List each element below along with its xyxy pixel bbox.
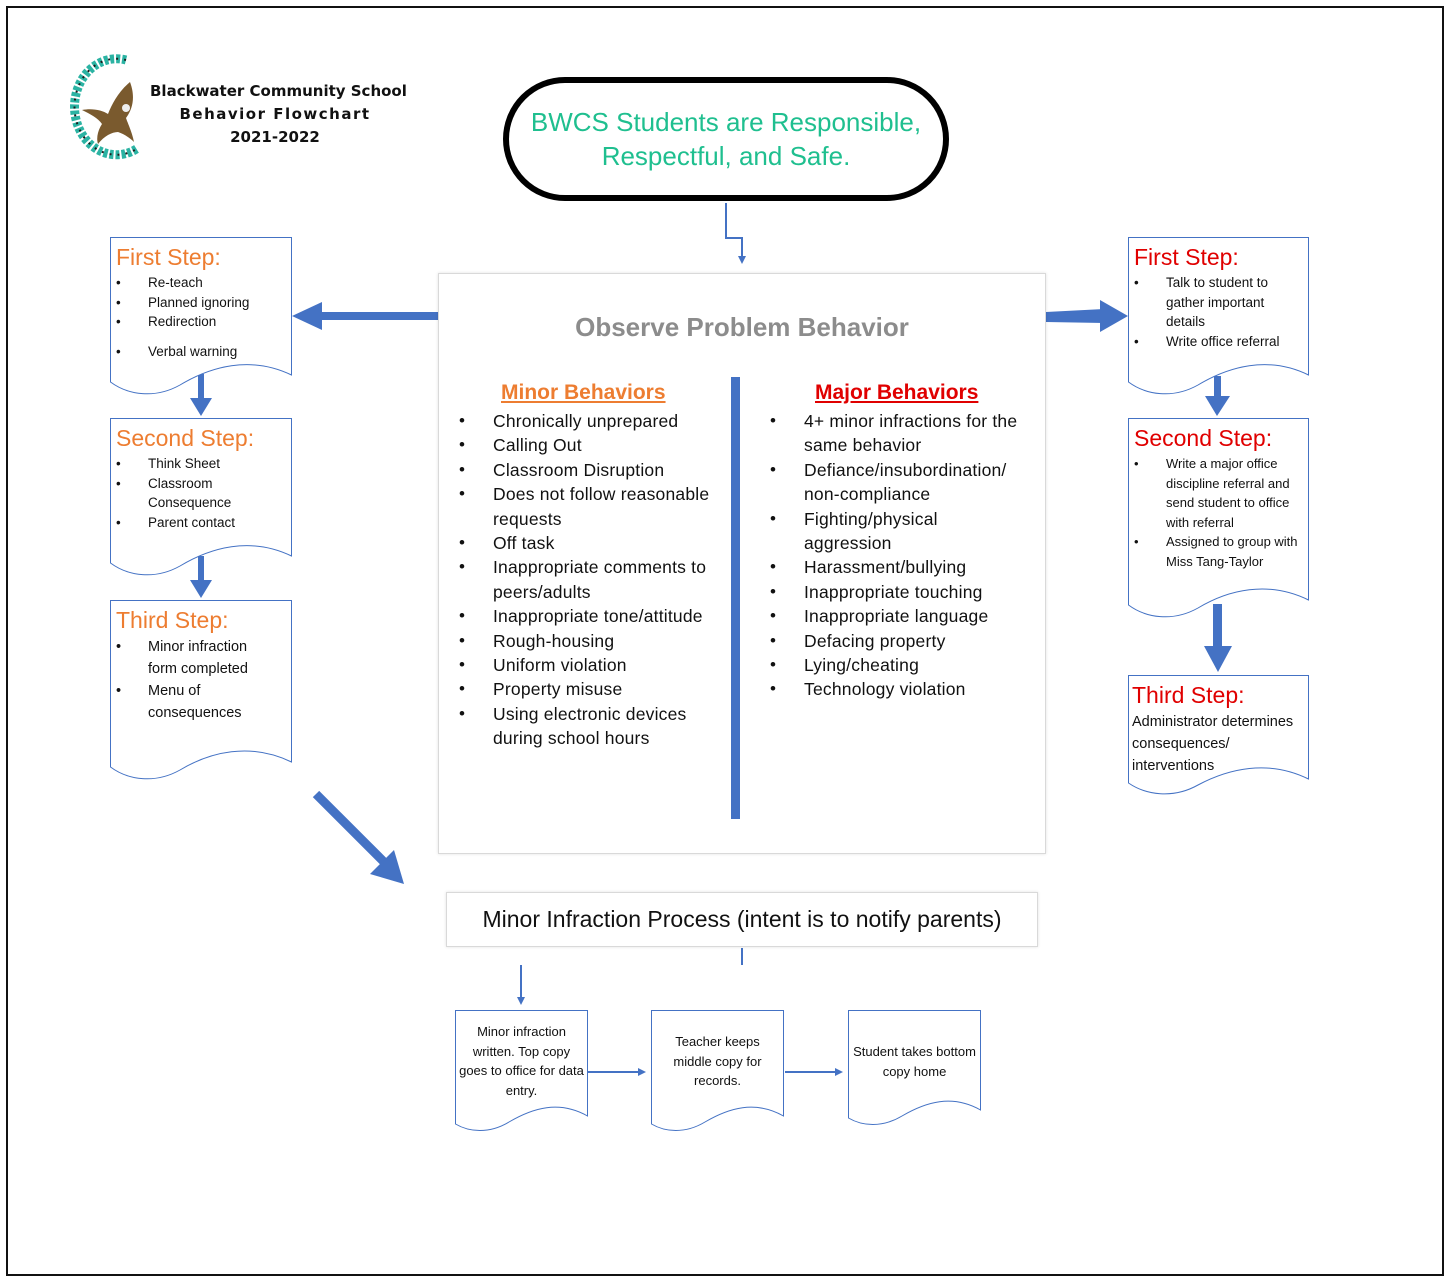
school-logo bbox=[70, 54, 141, 160]
list-item: Verbal warning bbox=[116, 342, 286, 362]
list-item: Rough-housing bbox=[459, 629, 724, 654]
minor-behaviors-list: Chronically unprepared Calling Out Class… bbox=[459, 409, 724, 751]
major-behaviors-heading: Major Behaviors bbox=[815, 381, 979, 404]
step-text: Administrator determines consequences/ i… bbox=[1132, 714, 1294, 774]
list-item: Write a major office discipline referral… bbox=[1134, 454, 1303, 532]
process-step-text: Teacher keeps middle copy for records. bbox=[673, 1034, 762, 1088]
list-item: Off task bbox=[459, 531, 724, 556]
document-title: Behavior Flowchart bbox=[179, 105, 371, 123]
arrow-to-minor-process bbox=[312, 790, 404, 884]
list-item: Menu of consequences bbox=[116, 680, 242, 724]
arrow-to-major-steps bbox=[1046, 300, 1128, 332]
arrow-motto-to-observe bbox=[725, 203, 746, 264]
list-item: Uniform violation bbox=[459, 653, 724, 678]
list-item: Think Sheet bbox=[116, 454, 286, 474]
list-item: 4+ minor infractions for the same behavi… bbox=[770, 409, 1030, 458]
step-list: Re-teach Planned ignoring Redirection Ve… bbox=[116, 273, 286, 361]
process-step-1: Minor infraction written. Top copy goes … bbox=[455, 1010, 588, 1135]
observe-title: Observe Problem Behavior bbox=[575, 312, 909, 342]
list-item: Write office referral bbox=[1134, 332, 1303, 352]
step-title: Third Step: bbox=[116, 607, 229, 633]
arrow-minor-first-to-second bbox=[190, 374, 212, 416]
list-item: Classroom Disruption bbox=[459, 458, 724, 483]
step-list: Write a major office discipline referral… bbox=[1134, 454, 1303, 571]
list-item: Classroom Consequence bbox=[116, 474, 231, 513]
process-step-text: Student takes bottom copy home bbox=[853, 1044, 976, 1079]
list-item: Planned ignoring bbox=[116, 293, 286, 313]
list-item: Chronically unprepared bbox=[459, 409, 724, 434]
list-item: Re-teach bbox=[116, 273, 286, 293]
process-step-2: Teacher keeps middle copy for records. bbox=[651, 1010, 784, 1135]
step-title: Second Step: bbox=[116, 425, 255, 451]
step-title: First Step: bbox=[1134, 244, 1239, 270]
list-item: Property misuse bbox=[459, 677, 724, 702]
minor-infraction-process-box: Minor Infraction Process (intent is to n… bbox=[446, 892, 1038, 947]
process-step-3: Student takes bottom copy home bbox=[848, 1010, 981, 1128]
list-item: Redirection bbox=[116, 312, 286, 332]
minor-third-step-box: Third Step: Minor infraction form comple… bbox=[110, 600, 292, 784]
list-item: Minor infraction form completed bbox=[116, 636, 266, 680]
arrow-major-second-to-third bbox=[1204, 604, 1232, 672]
major-third-step-box: Third Step: Administrator determines con… bbox=[1128, 675, 1309, 801]
process-step-text: Minor infraction written. Top copy goes … bbox=[459, 1024, 584, 1098]
school-name: Blackwater Community School bbox=[150, 82, 407, 100]
step-title: First Step: bbox=[116, 244, 221, 270]
process-title: Minor Infraction Process (intent is to n… bbox=[482, 906, 1002, 932]
list-item: Does not follow reasonable requests bbox=[459, 482, 724, 531]
major-behaviors-list: 4+ minor infractions for the same behavi… bbox=[770, 409, 1030, 702]
minor-second-step-box: Second Step: Think Sheet Classroom Conse… bbox=[110, 418, 292, 580]
step-title: Third Step: bbox=[1132, 682, 1245, 708]
motto-line-1: BWCS Students are Responsible, bbox=[530, 107, 922, 137]
minor-behaviors-heading: Minor Behaviors bbox=[501, 381, 666, 404]
major-second-step-box: Second Step: Write a major office discip… bbox=[1128, 418, 1309, 624]
list-item: Fighting/physical aggression bbox=[770, 507, 1030, 556]
list-item: Inappropriate comments to peers/adults bbox=[459, 555, 724, 604]
list-item: Calling Out bbox=[459, 433, 724, 458]
step-title: Second Step: bbox=[1134, 425, 1273, 451]
step-list: Think Sheet Classroom Consequence Parent… bbox=[116, 454, 286, 532]
observe-problem-behavior-box: Observe Problem Behavior Minor Behaviors… bbox=[438, 273, 1046, 854]
arrow-major-first-to-second bbox=[1205, 376, 1230, 416]
major-first-step-box: First Step: Talk to student to gather im… bbox=[1128, 237, 1309, 399]
step-list: Talk to student to gather important deta… bbox=[1134, 273, 1303, 351]
list-item: Talk to student to gather important deta… bbox=[1134, 273, 1274, 332]
list-item: Using electronic devices during school h… bbox=[459, 702, 724, 751]
list-item: Lying/cheating bbox=[770, 653, 1030, 678]
list-item: Technology violation bbox=[770, 677, 1030, 702]
arrow-to-minor-steps bbox=[292, 302, 440, 330]
list-item: Defiance/insubordination/ non-compliance bbox=[770, 458, 1030, 507]
list-item: Parent contact bbox=[116, 513, 286, 533]
list-item: Inappropriate tone/attitude bbox=[459, 604, 724, 629]
list-item: Assigned to group with Miss Tang-Taylor bbox=[1134, 532, 1303, 571]
school-title: Blackwater Community School Behavior Flo… bbox=[150, 80, 407, 149]
step-list: Minor infraction form completed Menu of … bbox=[116, 636, 266, 724]
motto-line-2: Respectful, and Safe. bbox=[601, 141, 851, 171]
list-item: Harassment/bullying bbox=[770, 555, 1030, 580]
column-divider bbox=[731, 377, 740, 819]
arrow-minor-second-to-third bbox=[190, 556, 212, 598]
list-item: Inappropriate language bbox=[770, 604, 1030, 629]
motto-box: BWCS Students are Responsible, Respectfu… bbox=[503, 77, 949, 201]
list-item: Defacing property bbox=[770, 629, 1030, 654]
list-item: Inappropriate touching bbox=[770, 580, 1030, 605]
school-year: 2021-2022 bbox=[230, 128, 320, 146]
minor-first-step-box: First Step: Re-teach Planned ignoring Re… bbox=[110, 237, 292, 399]
